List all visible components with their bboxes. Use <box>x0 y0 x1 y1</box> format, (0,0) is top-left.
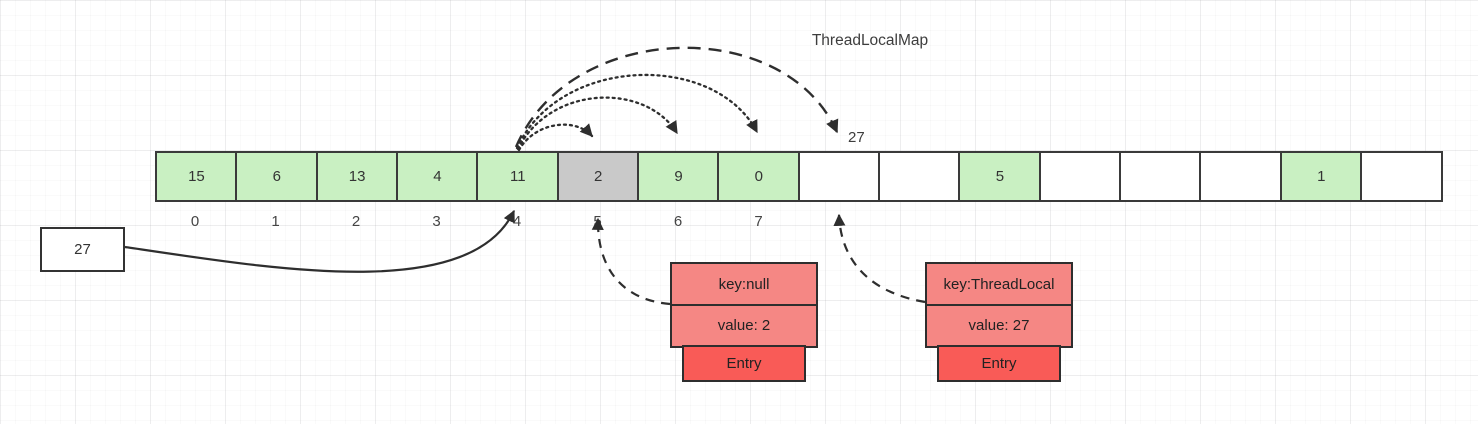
array-cell-9 <box>878 151 961 202</box>
entry-threadlocal-value: value: 27 <box>925 303 1073 348</box>
index-label-1: 1 <box>271 213 280 230</box>
probe-arc-slot7-arrow <box>515 73 759 150</box>
index-label-6: 6 <box>673 213 683 230</box>
index-label-4: 4 <box>512 213 522 230</box>
array-cell-2: 13 <box>315 151 399 202</box>
array-cell-0: 15 <box>155 151 238 202</box>
entry-stale-value: value: 2 <box>670 303 818 348</box>
probe-arc-slot5-arrow <box>517 123 594 152</box>
array-cell-1: 6 <box>235 151 319 202</box>
entry-threadlocal-to-slot8-arrow <box>833 213 926 304</box>
array-cell-14: 1 <box>1279 151 1363 202</box>
entry-threadlocal-tag: Entry <box>937 345 1061 382</box>
array-cell-8 <box>797 151 881 202</box>
array-cell-3: 4 <box>396 151 479 202</box>
entry-threadlocal-key: key:ThreadLocal <box>925 262 1073 306</box>
array-cell-6: 9 <box>637 151 720 202</box>
array-cell-4: 11 <box>476 151 560 202</box>
source-value-box: 27 <box>40 227 125 272</box>
array-cell-7: 0 <box>717 151 801 202</box>
index-label-0: 0 <box>190 213 200 230</box>
entry-stale-to-slot5-arrow <box>591 217 671 306</box>
probe-arc-slot8-arrow <box>514 46 839 148</box>
index-label-5: 5 <box>593 213 602 230</box>
array-cell-13 <box>1199 151 1283 202</box>
entry-stale-tag: Entry <box>682 345 806 382</box>
probe-arc-slot6-arrow <box>516 96 679 151</box>
array-cell-10: 5 <box>958 151 1042 202</box>
diagram-title: ThreadLocalMap <box>811 32 929 49</box>
index-label-3: 3 <box>432 213 441 230</box>
array-cell-5: 2 <box>556 151 640 202</box>
entry-threadlocal: key:ThreadLocal value: 27 Entry <box>925 262 1073 382</box>
index-label-7: 7 <box>754 213 763 230</box>
array-cell-12 <box>1119 151 1202 202</box>
array-cell-11 <box>1038 151 1122 202</box>
entry-stale-key: key:null <box>670 262 818 306</box>
array-cell-15 <box>1360 151 1443 202</box>
entry-stale: key:null value: 2 Entry <box>670 262 818 382</box>
index-label-2: 2 <box>351 213 361 230</box>
probe-value-label: 27 <box>848 129 865 146</box>
